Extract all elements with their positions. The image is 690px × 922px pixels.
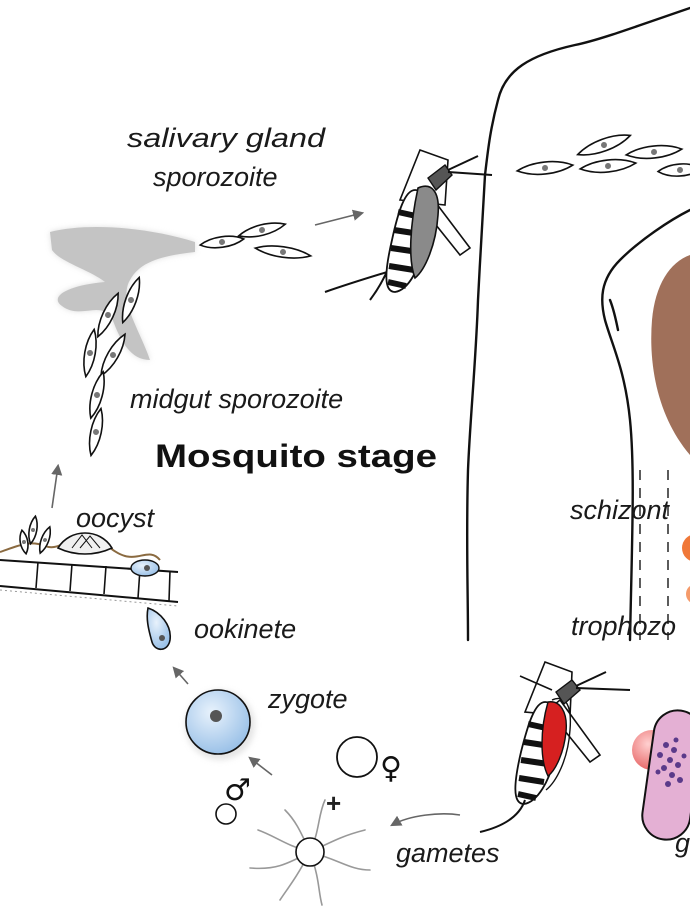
male-symbol: ♂	[224, 773, 251, 808]
oocyst	[0, 514, 161, 577]
salivary-gland	[50, 227, 195, 360]
midgut-label: midgut sporozoite	[130, 384, 343, 414]
schizont-label: schizont	[570, 495, 671, 525]
trophozoite-cell-edge	[686, 586, 690, 602]
ookinete-label: ookinete	[194, 614, 296, 644]
female-gamete	[336, 736, 378, 778]
gametes-label: gametes	[396, 838, 500, 868]
schizont-cell-edge	[682, 535, 690, 561]
liver-shape	[651, 255, 690, 455]
mosquito-stage-title: Mosquito stage	[155, 438, 437, 474]
skin-sporozoites	[515, 134, 690, 177]
zygote	[185, 689, 255, 760]
cycle-arrows	[51, 209, 461, 827]
zygote-label: zygote	[267, 684, 348, 714]
red-blood-cells	[632, 709, 690, 841]
small-male-gamete	[215, 803, 237, 825]
midgut-sporozoites	[83, 275, 141, 458]
salivary-label-line2: sporozoite	[153, 162, 278, 192]
plus-sign: +	[326, 788, 341, 818]
mosquito-bottom	[479, 660, 631, 833]
human-body-outline	[465, 6, 690, 642]
mosquito-top	[324, 148, 493, 301]
oocyst-label: oocyst	[76, 503, 156, 533]
male-gamete	[249, 799, 371, 906]
female-symbol: ♀	[380, 751, 402, 786]
trophozoite-label: trophozo	[571, 611, 676, 641]
salivary-sporozoites	[198, 222, 313, 259]
salivary-label-line1: salivary gland	[127, 123, 326, 153]
partial-g-label: g	[675, 828, 690, 858]
ookinete	[146, 606, 171, 651]
